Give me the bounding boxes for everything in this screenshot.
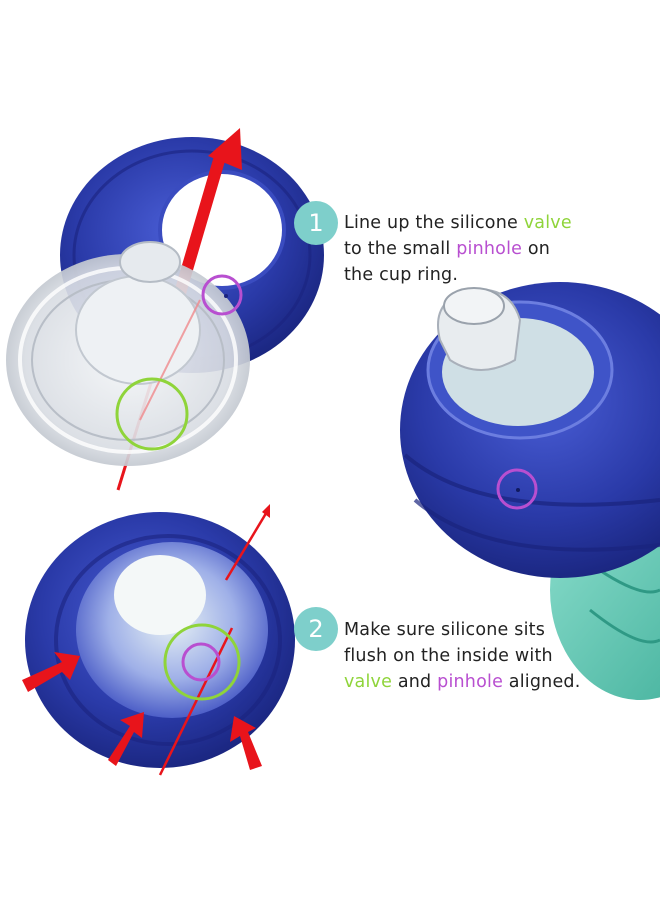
step-2-badge: 2 [294,607,338,651]
bottom-assembly [22,504,295,776]
valve-marker-bottom [163,623,241,701]
push-arrow-bottom-left-icon [108,712,144,766]
assembled-cup [400,282,660,700]
arrow-up-icon [208,128,242,170]
step-2-line-3-mid: and [392,672,438,692]
step-2-text: Make sure silicone sits flush on the ins… [344,617,644,695]
keyword-pinhole: pinhole [437,672,504,692]
step-1-badge: 1 [294,201,338,245]
push-arrow-bottom-right-icon [230,716,262,770]
top-assembly [6,128,324,491]
valve-marker-top [115,377,189,451]
step-1-line-3: the cup ring. [344,265,459,285]
step-1-text: Line up the silicone valve to the small … [344,210,644,288]
step-2-line-1: Make sure silicone sits [344,620,546,640]
step-1-line-1: Line up the silicone [344,213,524,233]
step-2-line-3-end: aligned. [503,672,581,692]
pinhole-marker-assembled [496,468,538,510]
step-1-line-2-end: on [522,239,551,259]
pinhole-marker-top [201,274,243,316]
keyword-valve: valve [344,672,393,692]
keyword-pinhole: pinhole [456,239,523,259]
push-arrow-left-icon [22,652,80,692]
keyword-valve: valve [523,213,572,233]
step-2-line-2: flush on the inside with [344,646,553,666]
pinhole-marker-bottom [181,642,221,682]
step-1-line-2: to the small [344,239,457,259]
arrow-small-icon [262,504,270,518]
